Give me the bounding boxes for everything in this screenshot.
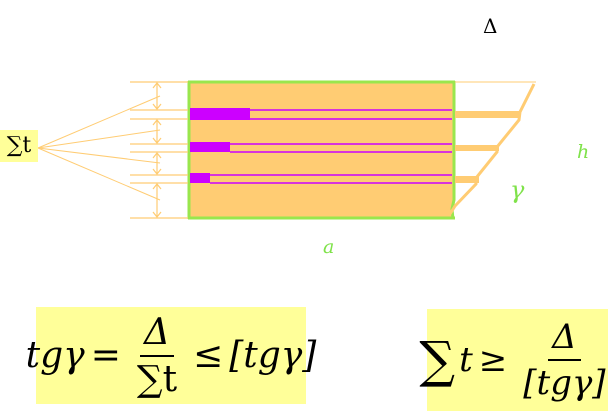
formula1-denominator: ∑t [136, 358, 178, 400]
steel-plate-3-thick [190, 173, 210, 183]
shear-deformation-profile [448, 81, 536, 215]
height-label: h [577, 141, 590, 163]
width-label: a [323, 236, 335, 258]
total-thickness-formula: ∑ t ≥ Δ [tgγ] [419, 309, 609, 411]
sum-t-label-box: ∑t [0, 130, 38, 162]
steel-plate-2-thick [190, 142, 230, 152]
formula2-sum: ∑ [419, 331, 456, 389]
layer-thickness-markers [130, 81, 188, 219]
formula2-ge: ≥ [478, 340, 508, 380]
rubber-block [189, 82, 453, 218]
formula2-fraction: Δ [tgγ] [519, 317, 609, 403]
shear-angle-formula: tgγ = Δ ∑t ≤ [tgγ] [26, 307, 316, 404]
delta-label: Δ [483, 14, 498, 38]
formula1-fraction: Δ ∑t [133, 312, 181, 400]
formula2-denominator: [tgγ] [523, 363, 606, 403]
bearing-deformation-diagram [37, 80, 536, 220]
block-right-edge [450, 81, 456, 220]
formula1-numerator: Δ [139, 312, 174, 357]
steel-plate-1-thick [190, 108, 250, 120]
formula1-rhs: [tgγ] [229, 335, 317, 376]
formula2-numerator: Δ [548, 317, 581, 361]
formula1-lhs: tgγ [25, 335, 85, 376]
sum-t-leader-lines [37, 95, 161, 201]
gamma-label: γ [510, 176, 525, 204]
formula1-le: ≤ [193, 335, 224, 376]
sum-t-label: ∑t [6, 133, 32, 158]
formula2-t: t [459, 340, 473, 380]
formula1-equals: = [90, 335, 121, 376]
